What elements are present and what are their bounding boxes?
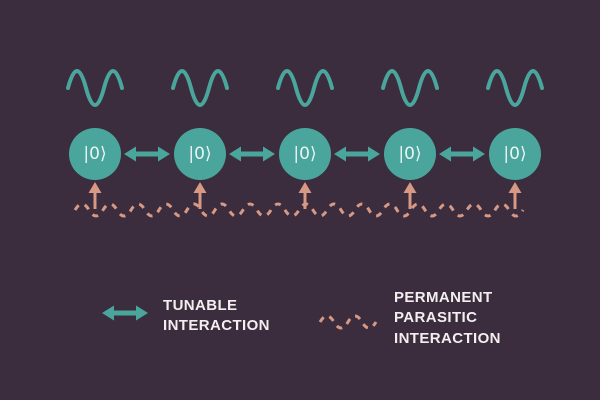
qubit-label: |0⟩ bbox=[503, 144, 527, 164]
parasitic-coupling-line bbox=[73, 202, 525, 218]
qubit-label: |0⟩ bbox=[83, 144, 107, 164]
qubit-node: |0⟩ bbox=[384, 128, 436, 180]
tunable-arrow-icon bbox=[439, 147, 485, 162]
tunable-arrow-icon bbox=[229, 147, 275, 162]
coupler-waves bbox=[66, 69, 544, 107]
sine-wave-icon bbox=[276, 69, 334, 107]
parasitic-arrow-icon bbox=[402, 180, 418, 211]
qubit-node: |0⟩ bbox=[69, 128, 121, 180]
qubit-node: |0⟩ bbox=[279, 128, 331, 180]
legend-parasitic-line-icon bbox=[318, 314, 378, 330]
legend-parasitic-label: PERMANENT PARASITIC INTERACTION bbox=[394, 289, 501, 347]
parasitic-arrow-icon bbox=[87, 180, 103, 211]
sine-wave-icon bbox=[381, 69, 439, 107]
sine-wave-icon bbox=[66, 69, 124, 107]
qubit-node: |0⟩ bbox=[174, 128, 226, 180]
tunable-arrow-icon bbox=[124, 147, 170, 162]
sine-wave-icon bbox=[171, 69, 229, 107]
qubit-label: |0⟩ bbox=[188, 144, 212, 164]
legend-tunable-label: TUNABLE INTERACTION bbox=[163, 297, 270, 335]
sine-wave-icon bbox=[486, 69, 544, 107]
parasitic-arrow-icon bbox=[507, 180, 523, 211]
qubit-label: |0⟩ bbox=[293, 144, 317, 164]
legend-tunable-arrow-icon bbox=[102, 306, 148, 321]
qubit-node: |0⟩ bbox=[489, 128, 541, 180]
qubit-label: |0⟩ bbox=[398, 144, 422, 164]
tunable-arrow-icon bbox=[334, 147, 380, 162]
parasitic-arrows bbox=[87, 180, 523, 211]
